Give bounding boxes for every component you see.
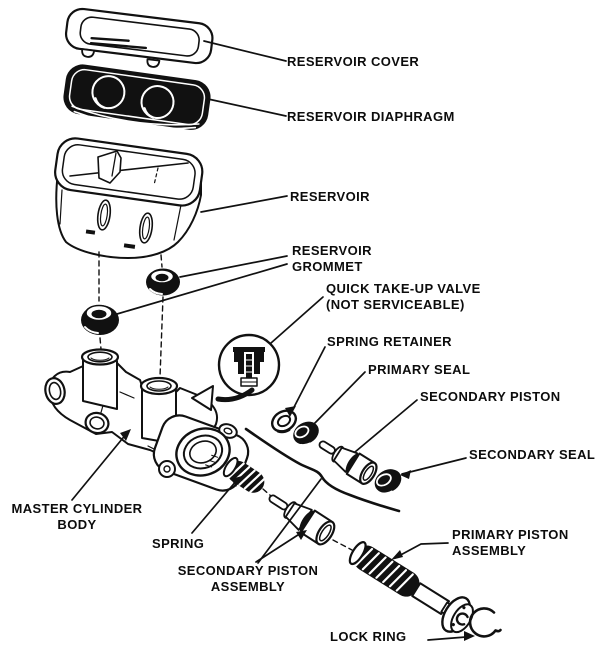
lock-ring-art <box>468 607 502 638</box>
label-secondary-piston-assembly: SECONDARY PISTON ASSEMBLY <box>177 563 319 594</box>
reservoir-cover-art <box>64 7 214 68</box>
label-lock-ring: LOCK RING <box>330 629 407 644</box>
label-spring: SPRING <box>152 536 205 551</box>
leader-lines <box>71 40 467 641</box>
label-primary-seal: PRIMARY SEAL <box>368 362 471 377</box>
label-reservoir: RESERVOIR <box>290 189 370 204</box>
reservoir-art <box>54 137 204 259</box>
reservoir-grommet-lower-art <box>81 304 119 335</box>
reservoir-grommet-upper-art <box>146 268 180 296</box>
quick-take-up-valve-inset <box>217 333 281 397</box>
label-secondary-seal: SECONDARY SEAL <box>469 447 596 462</box>
pointer-arrow <box>191 385 255 411</box>
label-secondary-piston: SECONDARY PISTON <box>420 389 561 404</box>
reservoir-diaphragm-art <box>63 64 211 130</box>
spring-art <box>222 456 267 493</box>
label-reservoir-cover: RESERVOIR COVER <box>287 54 420 69</box>
label-reservoir-diaphragm: RESERVOIR DIAPHRAGM <box>287 109 455 124</box>
secondary-piston-assembly-art <box>268 494 336 546</box>
alignment-dashes <box>98 251 353 551</box>
label-quick-take-up-valve: QUICK TAKE-UP VALVE (NOT SERVICEABLE) <box>326 281 481 312</box>
secondary-seal-art <box>374 469 402 495</box>
break-line <box>244 427 401 513</box>
primary-seal-art <box>293 421 319 447</box>
secondary-piston-art <box>318 440 378 485</box>
label-master-cylinder-body: MASTER CYLINDER BODY <box>11 501 143 532</box>
label-spring-retainer: SPRING RETAINER <box>327 334 452 349</box>
leader-arrowheads <box>120 406 475 641</box>
primary-piston-assembly-art <box>348 541 474 634</box>
label-primary-piston-assembly: PRIMARY PISTON ASSEMBLY <box>452 527 569 558</box>
label-reservoir-grommet: RESERVOIR GROMMET <box>292 243 372 274</box>
